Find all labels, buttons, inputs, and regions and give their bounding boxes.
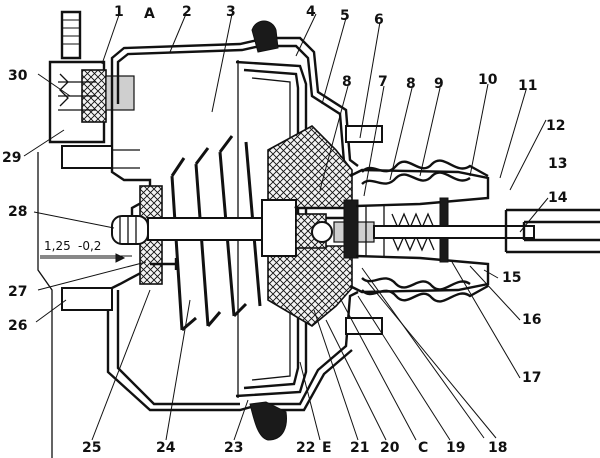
label-1: 1 — [114, 4, 124, 20]
label-9: 9 — [434, 76, 444, 92]
label-17: 17 — [522, 370, 541, 386]
label-23: 23 — [224, 440, 243, 456]
label-24: 24 — [156, 440, 176, 456]
dimension-arrows — [40, 253, 126, 263]
label-10: 10 — [478, 72, 498, 88]
label-20: 20 — [380, 440, 400, 456]
label-12: 12 — [546, 118, 565, 134]
check-valve — [48, 10, 135, 144]
leader-lines — [23, 11, 549, 441]
mounting-studs — [61, 125, 383, 335]
label-5: 5 — [340, 8, 350, 24]
label-14: 14 — [548, 190, 568, 206]
label-8-right: 8 — [406, 76, 416, 92]
label-E: E — [322, 440, 332, 456]
diaphragm-bead — [249, 20, 287, 441]
label-16: 16 — [522, 312, 541, 328]
label-13: 13 — [548, 156, 567, 172]
label-28: 28 — [8, 204, 27, 220]
label-18: 18 — [488, 440, 507, 456]
label-8-left: 8 — [342, 74, 352, 90]
label-7: 7 — [378, 74, 388, 90]
label-30: 30 — [8, 68, 28, 84]
label-21: 21 — [350, 440, 369, 456]
label-A: A — [144, 6, 155, 22]
label-3: 3 — [226, 4, 236, 20]
input-pushrod — [373, 208, 600, 254]
dimension-tolerance: -0,2 — [78, 239, 101, 253]
part-labels: 1 A 2 3 4 5 6 8 7 8 9 10 11 12 13 14 15 … — [2, 4, 568, 456]
label-4: 4 — [306, 4, 316, 20]
front-housing — [262, 36, 359, 412]
label-19: 19 — [446, 440, 465, 456]
label-2: 2 — [182, 4, 192, 20]
label-22: 22 — [296, 440, 315, 456]
label-15: 15 — [502, 270, 521, 286]
label-6: 6 — [374, 12, 384, 28]
label-C: C — [418, 440, 428, 456]
output-pushrod — [111, 199, 297, 270]
label-11: 11 — [518, 78, 537, 94]
label-25: 25 — [82, 440, 101, 456]
label-26: 26 — [8, 318, 27, 334]
dimension-value: 1,25 — [44, 239, 71, 253]
label-27: 27 — [8, 284, 27, 300]
valve-body — [294, 168, 490, 294]
label-29: 29 — [2, 150, 21, 166]
